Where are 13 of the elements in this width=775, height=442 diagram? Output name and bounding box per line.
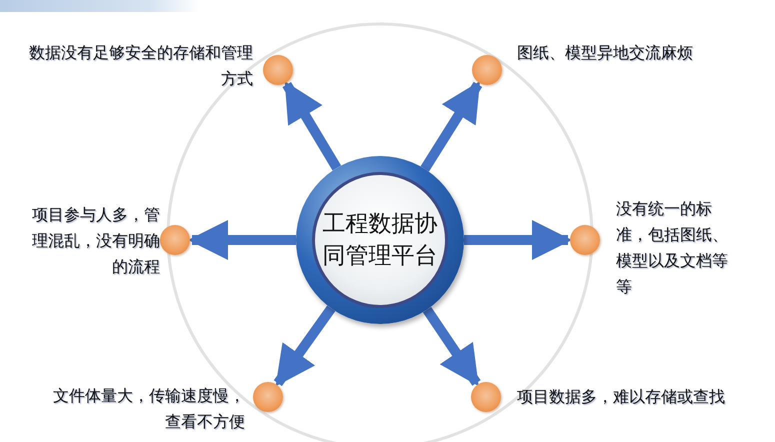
arrow <box>420 81 482 172</box>
issue-label: 文件体量大，传输速度慢，查看不方便 <box>52 385 245 433</box>
arrow <box>464 220 572 260</box>
arrow <box>274 305 336 386</box>
arrow <box>422 306 481 386</box>
arrow <box>188 220 296 260</box>
issue-label: 数据没有足够安全的存储和管理方式 <box>28 42 253 90</box>
issue-label: 项目参与人多，管理混乱，没有明确的流程 <box>31 204 160 278</box>
issue-label: 没有统一的标准，包括图纸、模型以及文档等等 <box>616 198 729 298</box>
platform-title: 工程数据协同管理平台 <box>322 210 438 271</box>
issue-label: 项目数据多，难以存储或查找 <box>517 386 726 408</box>
arrow <box>282 81 342 171</box>
issue-label: 图纸、模型异地交流麻烦 <box>517 42 694 64</box>
